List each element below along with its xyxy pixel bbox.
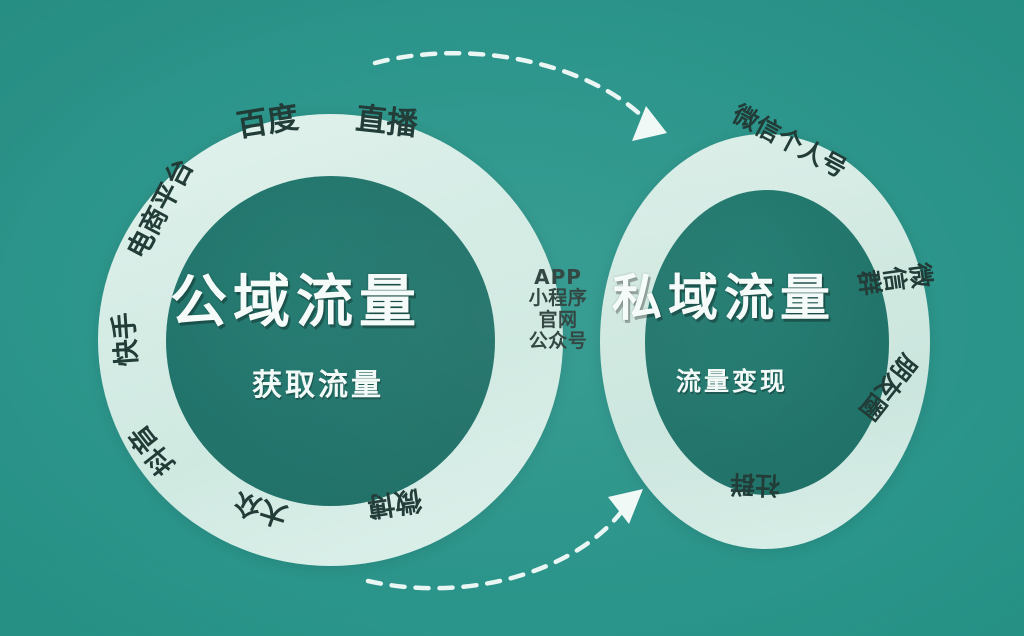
- public-domain-core: [166, 176, 495, 506]
- ring-label-live: 直播: [353, 100, 420, 144]
- private-domain-headline: 私域流量: [612, 269, 836, 327]
- public-domain-subline: 获取流量: [252, 368, 384, 403]
- overlap-channel-stack: APP 小程序 官网 公众号: [520, 266, 596, 352]
- top-arrow-head: [632, 106, 667, 141]
- overlap-line-miniapp: 小程序: [528, 287, 588, 310]
- ring-label-community: 社群: [729, 469, 781, 500]
- overlap-line-app: APP: [534, 265, 582, 289]
- ring-label-weibo: 微博: [365, 483, 424, 522]
- bottom-arrow-head: [608, 489, 643, 524]
- ring-label-baidu: 百度: [234, 99, 301, 145]
- overlap-line-website: 官网: [538, 308, 578, 331]
- ring-label-kuaishou: 快手: [108, 311, 144, 368]
- public-domain-headline: 公域流量: [170, 269, 422, 335]
- private-domain-core: [645, 190, 889, 495]
- private-domain-subline: 流量变现: [676, 367, 789, 396]
- overlap-line-official: 公众号: [528, 329, 588, 352]
